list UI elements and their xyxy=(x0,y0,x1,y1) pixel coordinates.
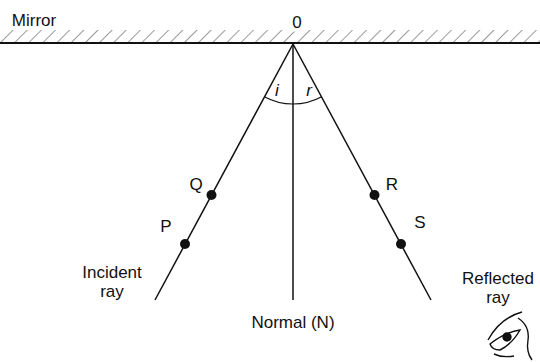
normal-line xyxy=(292,44,294,300)
angle-label: r xyxy=(306,81,312,100)
mirror-label: Mirror xyxy=(9,11,59,30)
pin-dot xyxy=(207,190,217,200)
pin-dot xyxy=(180,239,190,249)
mirror-surface xyxy=(0,42,540,44)
point-label: 0 xyxy=(289,13,304,32)
pin-dot xyxy=(370,190,380,200)
point-label: S xyxy=(414,213,425,232)
pin-dot xyxy=(396,239,406,249)
angle-label: i xyxy=(275,81,279,100)
eye-sketch xyxy=(488,312,532,360)
ray-label: Incident ray xyxy=(74,263,150,301)
point-label: R xyxy=(386,175,398,194)
incident-ray xyxy=(155,44,293,300)
point-label: P xyxy=(160,217,171,236)
mirror-hatching xyxy=(0,30,540,42)
reflected-ray xyxy=(293,44,431,300)
point-label: Q xyxy=(189,175,202,194)
normal-label: Normal (N) xyxy=(251,313,334,332)
ray-label: Reflected ray xyxy=(460,269,536,307)
